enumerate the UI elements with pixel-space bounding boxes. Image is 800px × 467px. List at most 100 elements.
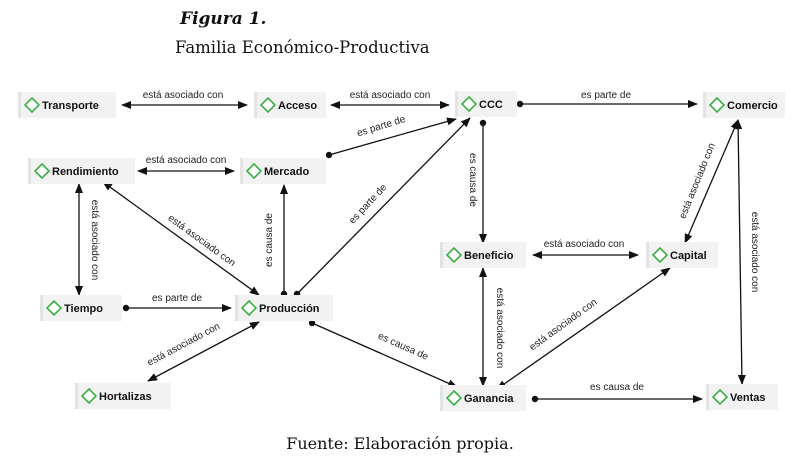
- node-label: Comercio: [727, 100, 778, 112]
- diamond-icon: [708, 96, 726, 114]
- edge-origin-dot: [516, 100, 524, 108]
- edge-label: está asociado con: [544, 239, 625, 250]
- edge-label: está asociado con: [494, 288, 505, 369]
- edge-label: es parte de: [152, 293, 202, 304]
- node-edge-strip: [18, 92, 21, 118]
- diamond-icon: [711, 388, 729, 406]
- edge-tiempo-produccion: es parte de: [122, 293, 232, 312]
- diamond-icon: [259, 96, 277, 114]
- node-produccion[interactable]: Producción: [235, 295, 333, 321]
- edge-ccc-beneficio: es causa de: [467, 119, 487, 244]
- edge-label: está asociado con: [89, 200, 100, 281]
- node-edge-strip: [706, 384, 709, 410]
- edge-line: [734, 119, 746, 385]
- edge-label: está asociado con: [350, 90, 431, 101]
- edge-line: [328, 117, 457, 156]
- edge-produccion-mercado: es causa de: [264, 184, 288, 298]
- node-label: Capital: [670, 250, 707, 262]
- node-label: Tiempo: [64, 303, 103, 315]
- figure-source: Fuente: Elaboración propia.: [286, 434, 514, 453]
- node-edge-strip: [455, 91, 458, 117]
- edge-comercio-ventas: está asociado con: [734, 119, 760, 385]
- diamond-icon: [445, 246, 463, 264]
- diamond-icon: [460, 95, 478, 113]
- edge-label: es causa de: [376, 331, 430, 363]
- node-label: Acceso: [278, 100, 317, 112]
- edge-label: es parte de: [347, 182, 389, 226]
- edge-line: [311, 322, 458, 388]
- edge-hortalizas-produccion: está asociado con: [146, 321, 260, 382]
- node-tiempo[interactable]: Tiempo: [40, 295, 122, 321]
- node-label: Rendimiento: [52, 166, 119, 178]
- node-edge-strip: [440, 385, 443, 411]
- node-edge-strip: [235, 295, 238, 321]
- edge-origin-dot: [479, 119, 487, 127]
- node-edge-strip: [440, 242, 443, 268]
- node-rendimiento[interactable]: Rendimiento: [28, 158, 135, 184]
- edge-rendimiento-tiempo: está asociado con: [75, 183, 100, 296]
- diamond-icon: [80, 387, 98, 405]
- edge-ganancia-capital: está asociado con: [496, 267, 671, 390]
- diamond-icon: [445, 389, 463, 407]
- edge-label: está asociado con: [166, 213, 238, 269]
- edge-line: [147, 321, 260, 382]
- diamond-icon: [33, 162, 51, 180]
- node-label: Ganancia: [464, 393, 514, 405]
- node-label: Producción: [259, 303, 320, 315]
- edge-origin-dot: [308, 319, 316, 327]
- node-capital[interactable]: Capital: [646, 242, 718, 268]
- diamond-icon: [240, 299, 258, 317]
- edge-ccc-comercio: es parte de: [516, 90, 698, 108]
- edge-rendimiento-produccion: está asociado con: [102, 181, 260, 296]
- edge-beneficio-ganancia: está asociado con: [479, 267, 505, 387]
- diamond-icon: [23, 96, 41, 114]
- edge-comercio-capital: está asociado con: [677, 119, 739, 244]
- node-edge-strip: [28, 158, 31, 184]
- edge-label: es causa de: [590, 382, 644, 393]
- edge-label: es causa de: [467, 153, 478, 207]
- node-ventas[interactable]: Ventas: [706, 384, 778, 410]
- node-comercio[interactable]: Comercio: [703, 92, 785, 118]
- node-ccc[interactable]: CCC: [455, 91, 517, 117]
- node-label: Transporte: [42, 100, 99, 112]
- node-edge-strip: [240, 158, 243, 184]
- edge-acceso-ccc: está asociado con: [330, 90, 450, 109]
- diamond-icon: [45, 299, 63, 317]
- node-mercado[interactable]: Mercado: [240, 158, 326, 184]
- node-edge-strip: [75, 383, 78, 409]
- edge-beneficio-capital: está asociado con: [532, 239, 639, 259]
- node-label: Ventas: [730, 392, 765, 404]
- node-beneficio[interactable]: Beneficio: [440, 242, 526, 268]
- node-label: CCC: [479, 99, 503, 111]
- node-label: Beneficio: [464, 250, 514, 262]
- edge-line: [496, 267, 671, 390]
- edge-label: está asociado con: [749, 212, 760, 293]
- edge-produccion-ganancia: es causa de: [308, 319, 458, 388]
- node-edge-strip: [703, 92, 706, 118]
- node-ganancia[interactable]: Ganancia: [440, 385, 526, 411]
- edge-rendimiento-mercado: está asociado con: [137, 155, 235, 175]
- node-acceso[interactable]: Acceso: [254, 92, 326, 118]
- figure-title: Figura 1.: [180, 9, 267, 29]
- edge-ganancia-ventas: es causa de: [531, 382, 703, 403]
- node-edge-strip: [254, 92, 257, 118]
- node-hortalizas[interactable]: Hortalizas: [75, 383, 171, 409]
- diamond-icon: [651, 246, 669, 264]
- diamond-icon: [245, 162, 263, 180]
- node-edge-strip: [646, 242, 649, 268]
- node-edge-strip: [40, 295, 43, 321]
- edge-line: [102, 181, 260, 296]
- edge-line: [296, 117, 471, 295]
- node-label: Hortalizas: [99, 391, 152, 403]
- edge-transporte-acceso: está asociado con: [121, 90, 248, 109]
- edge-label: está asociado con: [143, 90, 224, 101]
- figure-subtitle: Familia Económico-Productiva: [175, 38, 430, 57]
- node-transporte[interactable]: Transporte: [18, 92, 116, 118]
- edge-label: está asociado con: [146, 155, 227, 166]
- edge-produccion-ccc: es parte de: [293, 117, 471, 298]
- edge-label: es parte de: [581, 90, 631, 101]
- edge-origin-dot: [122, 304, 130, 312]
- edge-line: [684, 119, 739, 244]
